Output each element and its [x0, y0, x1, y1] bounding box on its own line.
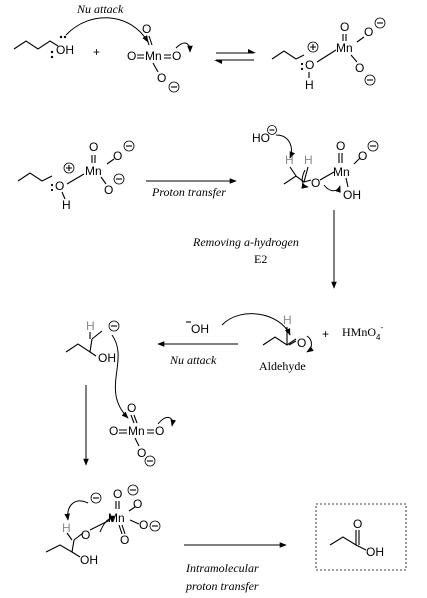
nu-attack-label-top: Nu attack — [76, 2, 124, 16]
o-top: O — [142, 22, 151, 36]
o-double-2: O — [89, 140, 98, 154]
proton-shift-arrow — [64, 500, 89, 521]
o-3a: O — [113, 487, 122, 501]
alpha-h-2: H — [304, 153, 313, 167]
electron-arrow-2 — [157, 417, 176, 427]
mn-adduct-1: Mn — [336, 41, 353, 55]
o-3b: O — [133, 497, 142, 511]
aldehyde-label: Aldehyde — [259, 359, 306, 373]
o-ester-minus: O — [358, 149, 367, 163]
o-minus-b: O — [355, 61, 364, 75]
o-right-2: O — [155, 424, 164, 438]
mn-atom: Mn — [145, 49, 162, 63]
nu-attack-arrow-1 — [65, 17, 149, 43]
acid-oh: OH — [366, 545, 384, 559]
o-3d: O — [120, 533, 129, 547]
aldehyde-molecule: H O — [221, 313, 314, 353]
permanganate-1: O O Mn O O — [127, 22, 181, 93]
o-minus-2b: O — [104, 183, 113, 197]
o-oxonium: O — [305, 58, 314, 72]
manganate-ester-intermediate: H O OH Mn O O O O — [45, 484, 161, 567]
bond-arrow-ester — [99, 515, 115, 533]
o-ester: O — [311, 176, 320, 190]
o-left-2: O — [109, 424, 118, 438]
mn-ester: Mn — [333, 165, 350, 179]
hydroxyl-label: OH — [56, 43, 74, 57]
o-right: O — [172, 49, 181, 63]
o-ester-dbl: O — [336, 139, 345, 153]
o-left: O — [127, 49, 136, 63]
o-3c: O — [139, 518, 148, 532]
plus-sign-2: + — [322, 327, 329, 341]
propanoic-acid: O OH — [329, 517, 384, 559]
equilibrium-arrow — [214, 49, 256, 64]
o-oxonium-2: O — [55, 179, 64, 193]
o-bottom-2: O — [137, 446, 146, 460]
intramolecular-label: Intramolecular — [185, 561, 259, 575]
alpha-h-1: H — [285, 153, 294, 167]
o-top-2: O — [127, 401, 136, 415]
hydroxide-attack-arrow — [275, 134, 295, 159]
alkoxide-h: H — [86, 319, 95, 333]
e2-label: E2 — [254, 252, 267, 266]
h-oxonium-2: H — [62, 198, 71, 212]
permanganate-ester: HO H H O Mn O O OH — [252, 125, 379, 202]
o-minus-2a: O — [113, 149, 122, 163]
ester-oh: OH — [80, 553, 98, 567]
mn-3: Mn — [108, 511, 125, 525]
propanol-molecule: OH — [13, 35, 74, 59]
ester-o: O — [81, 528, 90, 542]
alkoxide-oh: OH — [98, 351, 116, 365]
o-double: O — [340, 20, 349, 34]
product-box — [315, 503, 407, 571]
oh-ester: OH — [343, 188, 361, 202]
o-bottom: O — [157, 71, 166, 85]
hydroxide-ion: OH — [186, 321, 209, 336]
alkoxide-intermediate: H OH — [65, 319, 129, 419]
proton-transfer-label: Proton transfer — [151, 185, 226, 199]
mn-adduct-2: Mn — [85, 164, 102, 178]
ester-h: H — [62, 521, 71, 535]
aldehyde-o: O — [297, 336, 306, 350]
removing-alpha-h-label: Removing a-hydrogen — [192, 235, 299, 249]
oxonium-adduct-1: O H Mn O O O — [271, 17, 386, 92]
electron-arrow-1 — [175, 42, 193, 53]
elim-arrow-1 — [301, 169, 309, 189]
alkoxide-attack-arrow — [111, 334, 129, 419]
o-minus-a: O — [364, 25, 373, 39]
acid-carbonyl-o: O — [353, 517, 362, 531]
elim-arrow-2 — [323, 184, 341, 193]
aldehyde-h: H — [283, 313, 292, 327]
proton-transfer-bottom-label: proton transfer — [185, 579, 259, 593]
plus-sign-1: + — [93, 45, 100, 59]
mn-2: Mn — [128, 424, 145, 438]
nu-attack-label-mid: Nu attack — [169, 353, 217, 367]
permanganate-2: O O Mn O O — [109, 401, 176, 467]
carbonyl-arrow — [306, 335, 314, 353]
hmno4-label: HMnO4- — [342, 323, 383, 342]
h-oxonium: H — [305, 78, 314, 92]
oxonium-adduct-2: O H Mn O O O — [17, 140, 135, 212]
hydroxide-attack-arrow-2 — [221, 313, 291, 336]
hydroxide-label-2: OH — [191, 322, 209, 336]
hydroxide-label: HO — [252, 131, 270, 145]
